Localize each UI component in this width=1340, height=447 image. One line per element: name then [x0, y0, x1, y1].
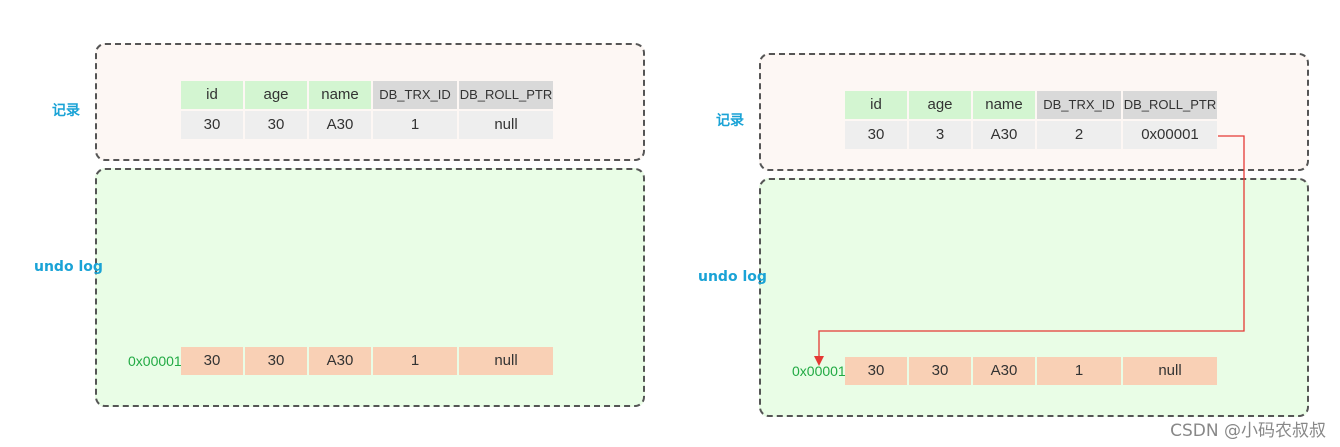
header-name: name	[309, 81, 371, 109]
right-undo-table: 30 30 A30 1 null	[845, 357, 1217, 385]
header-age: age	[909, 91, 971, 119]
left-record-label: 记录	[52, 103, 80, 119]
undo-db-trx-id: 1	[373, 347, 457, 375]
left-undo-address: 0x00001	[128, 353, 182, 369]
undo-age: 30	[245, 347, 307, 375]
value-name: A30	[309, 111, 371, 139]
value-db-roll-ptr: 0x00001	[1123, 121, 1217, 149]
header-id: id	[181, 81, 243, 109]
watermark: CSDN @小码农叔叔	[1170, 421, 1326, 441]
right-record-header-row: id age name DB_TRX_ID DB_ROLL_PTR	[845, 91, 1217, 119]
value-db-trx-id: 1	[373, 111, 457, 139]
undo-db-trx-id: 1	[1037, 357, 1121, 385]
right-record-table: id age name DB_TRX_ID DB_ROLL_PTR 30 3 A…	[845, 91, 1217, 149]
header-age: age	[245, 81, 307, 109]
left-undo-table: 30 30 A30 1 null	[181, 347, 553, 375]
header-name: name	[973, 91, 1035, 119]
right-undo-address: 0x00001	[792, 363, 846, 379]
left-record-header-row: id age name DB_TRX_ID DB_ROLL_PTR	[181, 81, 553, 109]
header-db-trx-id: DB_TRX_ID	[1037, 91, 1121, 119]
left-undo-row: 30 30 A30 1 null	[181, 347, 553, 375]
value-db-trx-id: 2	[1037, 121, 1121, 149]
undo-db-roll-ptr: null	[459, 347, 553, 375]
value-id: 30	[845, 121, 907, 149]
value-id: 30	[181, 111, 243, 139]
right-undo-row: 30 30 A30 1 null	[845, 357, 1217, 385]
undo-id: 30	[181, 347, 243, 375]
right-record-label: 记录	[716, 113, 744, 129]
value-db-roll-ptr: null	[459, 111, 553, 139]
arrow-head-icon	[814, 356, 824, 366]
value-name: A30	[973, 121, 1035, 149]
undo-id: 30	[845, 357, 907, 385]
left-undo-label: undo log	[34, 259, 103, 275]
undo-name: A30	[973, 357, 1035, 385]
header-id: id	[845, 91, 907, 119]
roll-pointer-arrow-line	[818, 135, 1245, 358]
header-db-roll-ptr: DB_ROLL_PTR	[459, 81, 553, 109]
right-record-value-row: 30 3 A30 2 0x00001	[845, 121, 1217, 149]
undo-age: 30	[909, 357, 971, 385]
undo-name: A30	[309, 347, 371, 375]
right-undo-label: undo log	[698, 269, 767, 285]
value-age: 3	[909, 121, 971, 149]
header-db-trx-id: DB_TRX_ID	[373, 81, 457, 109]
left-record-value-row: 30 30 A30 1 null	[181, 111, 553, 139]
header-db-roll-ptr: DB_ROLL_PTR	[1123, 91, 1217, 119]
undo-db-roll-ptr: null	[1123, 357, 1217, 385]
value-age: 30	[245, 111, 307, 139]
left-record-table: id age name DB_TRX_ID DB_ROLL_PTR 30 30 …	[181, 81, 553, 139]
